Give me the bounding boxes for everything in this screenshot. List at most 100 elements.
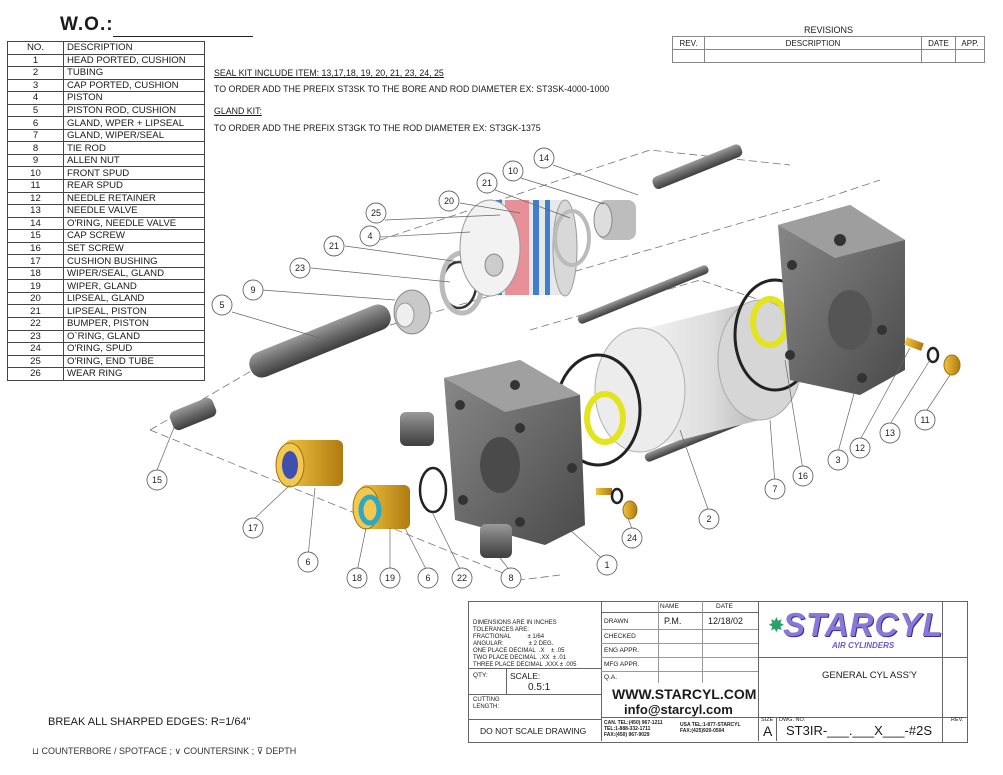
qty-label: QTY: (473, 672, 488, 679)
starcyl-logo: STARCYL (783, 606, 944, 643)
balloon-circle (596, 554, 618, 576)
oring-gland-part (418, 466, 448, 514)
seal-kit-order-note: TO ORDER ADD THE PREFIX ST3SK TO THE BOR… (214, 84, 610, 94)
divider (468, 668, 601, 669)
balloon-circle (379, 567, 401, 589)
symbol-legend: ⊔ COUNTERBORE / SPOTFACE ; ∨ COUNTERSINK… (32, 746, 297, 756)
needle-valve-part (596, 488, 612, 495)
balloon-circle (451, 567, 473, 589)
balloon-number: 11 (920, 415, 929, 425)
item-balloon: 19 (379, 567, 401, 589)
company-email: info@starcyl.com (624, 702, 733, 717)
gland-kit-order-note: TO ORDER ADD THE PREFIX ST3GK TO THE ROD… (214, 123, 541, 133)
star-logo-icon: ✸ (768, 615, 785, 637)
balloon-number: 21 (329, 241, 339, 251)
item-balloon: 23 (289, 257, 311, 279)
work-order-field (113, 36, 253, 37)
item-balloon: 9 (242, 279, 264, 301)
item-balloon: 4 (359, 225, 381, 247)
tolerances-text: DIMENSIONS ARE IN INCHES TOLERANCES ARE:… (473, 620, 577, 668)
item-balloon: 20 (438, 190, 460, 212)
scale-value: 0.5:1 (528, 682, 551, 693)
divider (601, 643, 758, 644)
oring-spud-part (926, 346, 940, 364)
balloon-circle (323, 235, 345, 257)
size-value: A (763, 723, 773, 739)
cutting-length-label: CUTTING LENGTH: (473, 697, 500, 710)
balloon-number: 8 (508, 573, 513, 583)
do-not-scale-text: DO NOT SCALE DRAWING (480, 726, 587, 736)
eng-appr-label: ENG APPR. (604, 647, 640, 654)
bom-item-number: 26 (7, 367, 64, 381)
divider (601, 717, 758, 718)
starcyl-logo-subtitle: AIR CYLINDERS (832, 641, 895, 650)
balloon-circle (849, 437, 871, 459)
usa-contact: USA TEL:1-877-STARCYL FAX:(425)920-0504 (680, 722, 741, 734)
divider (506, 668, 507, 694)
balloon-circle (827, 449, 849, 471)
balloon-number: 22 (457, 573, 467, 583)
front-spud-part (622, 500, 638, 520)
item-balloon: 16 (792, 465, 814, 487)
balloon-number: 4 (367, 231, 372, 241)
balloon-circle (289, 257, 311, 279)
leader-lines (156, 164, 951, 574)
balloon-number: 2 (706, 514, 711, 524)
date-header: DATE (716, 603, 733, 610)
item-balloon: 2 (698, 508, 720, 530)
balloon-circle (346, 567, 368, 589)
balloon-number: 24 (627, 533, 637, 543)
divider (776, 717, 777, 741)
balloon-number: 14 (539, 153, 549, 163)
scale-label: SCALE: (510, 671, 541, 681)
bom-item-description: WEAR RING (63, 367, 205, 381)
balloon-circle (879, 422, 901, 444)
item-balloon: 17 (242, 517, 264, 539)
piston-part (459, 199, 578, 297)
gland-part (275, 440, 343, 488)
balloon-number: 9 (250, 285, 255, 295)
item-balloon: 21 (323, 235, 345, 257)
drawing-title: GENERAL CYL ASS'Y (822, 670, 918, 681)
divider (758, 601, 759, 741)
divider (658, 601, 659, 683)
company-website: WWW.STARCYL.COM (612, 686, 757, 702)
gland-kit-note: GLAND KIT: (214, 106, 262, 116)
item-balloon: 12 (849, 437, 871, 459)
balloon-circle (476, 172, 498, 194)
head-block-part (444, 360, 585, 545)
seal-kit-note: SEAL KIT INCLUDE ITEM: 13,17,18, 19, 20,… (214, 68, 444, 78)
balloon-circle (438, 190, 460, 212)
balloon-circle (914, 409, 936, 431)
gland-part (352, 485, 410, 530)
mfg-appr-label: MFG APPR. (604, 661, 640, 668)
title-block-edge (940, 601, 968, 743)
balloon-circle (242, 279, 264, 301)
tie-rod-part (577, 265, 709, 324)
piston-rod-part (249, 304, 391, 378)
divider (468, 694, 601, 695)
oring-spud-part (610, 487, 624, 505)
drawn-name: P.M. (664, 616, 682, 626)
bumper-piston-part (480, 524, 512, 558)
exploded-assembly-drawing: 1410212025421239515176181962281242716312… (146, 144, 961, 589)
balloon-number: 19 (385, 573, 395, 583)
balloon-circle (146, 469, 168, 491)
divider (601, 671, 758, 672)
drawn-label: DRAWN (604, 618, 629, 625)
revisions-table: REVISIONS REV. DESCRIPTION DATE APP. (672, 24, 985, 63)
front-spud-part (593, 200, 636, 240)
balloon-circle (242, 517, 264, 539)
item-balloon: 13 (879, 422, 901, 444)
balloon-number: 3 (835, 455, 840, 465)
balloon-circle (211, 294, 233, 316)
balloon-number: 20 (444, 196, 454, 206)
cushion-bushing-part (400, 412, 434, 446)
rear-spud-part (943, 354, 961, 376)
